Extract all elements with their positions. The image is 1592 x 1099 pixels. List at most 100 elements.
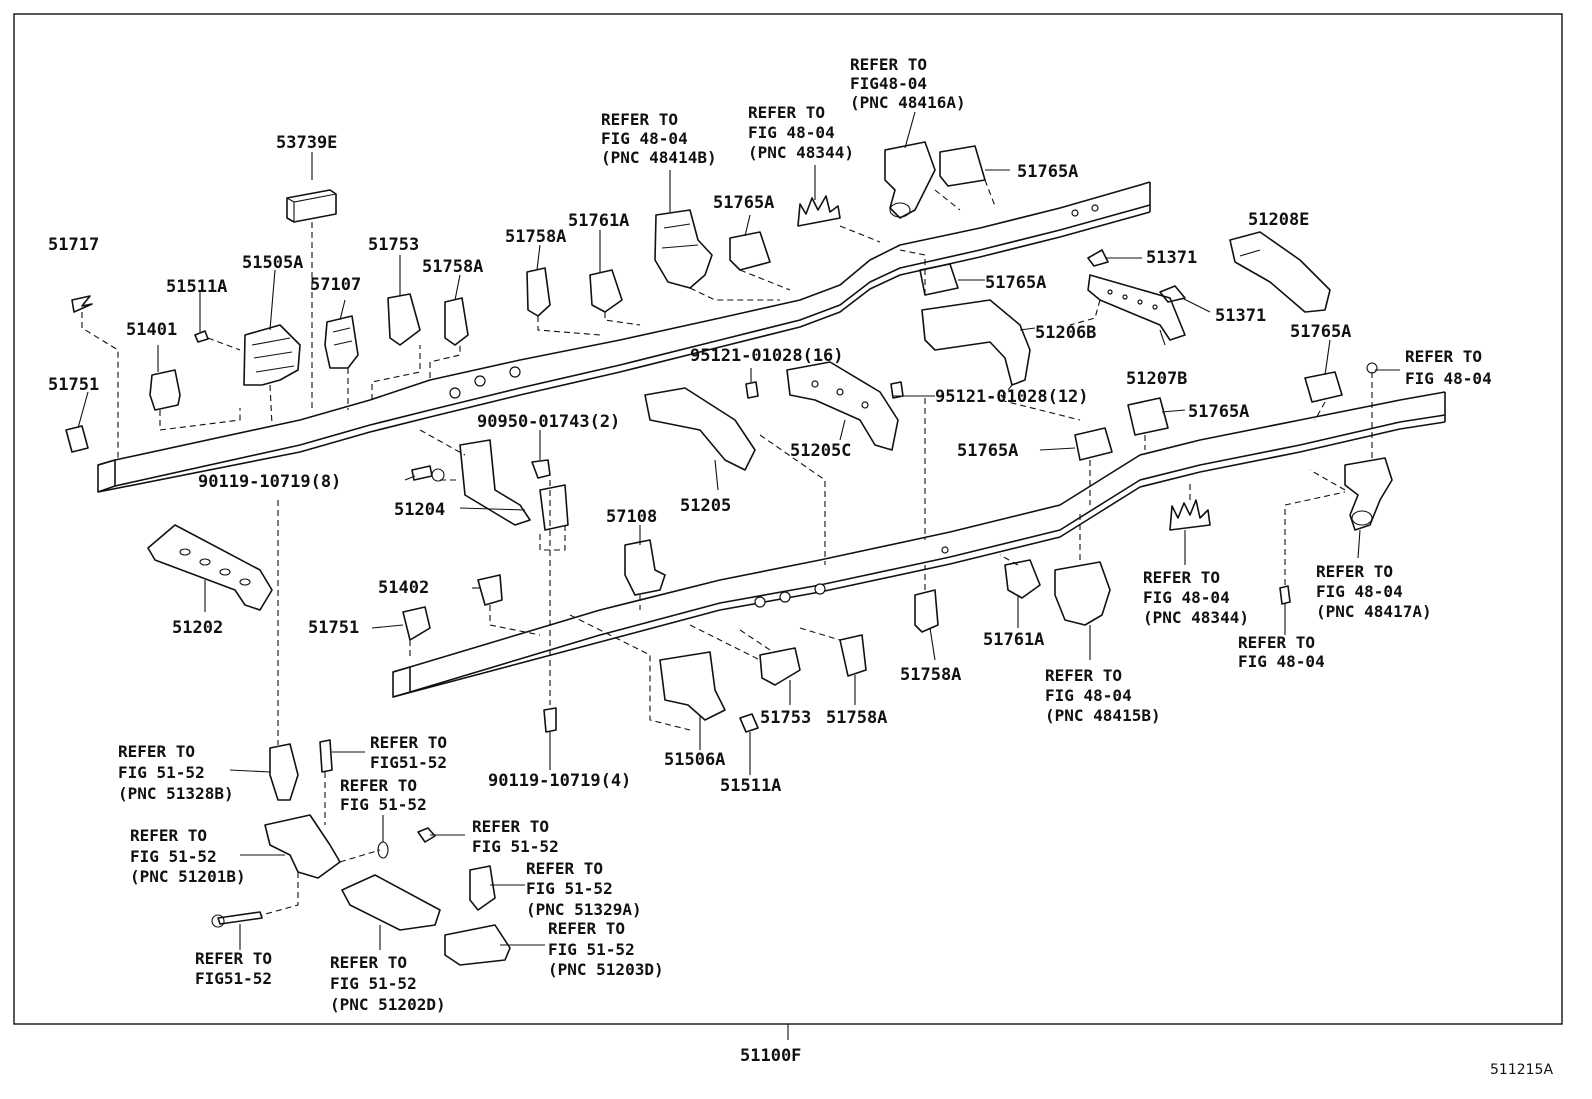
part-51205C: [786, 361, 899, 451]
callout-57108: 57108: [606, 507, 657, 527]
callout-51505A: 51505A: [242, 253, 303, 273]
ref-48415B: REFER TO FIG 48-04 (PNC 48415B): [1045, 666, 1161, 725]
part-51717: [71, 295, 93, 313]
callout-51205: 51205: [680, 496, 731, 516]
part-51371-2: [1159, 285, 1186, 303]
dashed-lines: [81, 179, 1373, 916]
part-51206B: [921, 299, 1031, 386]
part-51765A-2: [939, 145, 986, 187]
callout-53739E: 53739E: [276, 133, 337, 153]
part-51202: [147, 524, 273, 611]
part-57107: [324, 315, 359, 369]
ref-48-04-bot: REFER TO FIG 48-04: [1238, 633, 1325, 671]
part-51758A-top2: [526, 267, 551, 317]
part-51761A-top: [589, 269, 623, 313]
part-48416A-hanger: [884, 141, 936, 219]
ref-48-04-right: REFER TO FIG 48-04: [0, 0, 1550, 388]
callout-51205C: 51205C: [790, 441, 851, 461]
part-51201B: [264, 814, 341, 879]
part-51753-top: [387, 293, 421, 346]
callout-95121-16: 95121-01028(16): [690, 346, 844, 366]
callout-90950: 90950-01743(2): [477, 412, 620, 432]
callout-51765A-4: 51765A: [1290, 322, 1351, 342]
part-51402: [477, 574, 503, 606]
callout-51765A-1: 51765A: [713, 193, 774, 213]
part-53739E: [286, 189, 337, 223]
part-95121-16: [745, 381, 759, 399]
leader-lines: [77, 111, 1400, 950]
callout-51717: 51717: [48, 235, 99, 255]
part-51753-bot: [759, 647, 801, 686]
callout-51371-2: 51371: [1215, 306, 1266, 326]
ref-48414B: REFER TO FIG 48-04 (PNC 48414B): [0, 0, 765, 167]
callout-labels: 53739E 51717 51505A 51511A 51401 51751 5…: [48, 133, 1553, 1078]
part-48415B-bracket: [1054, 561, 1111, 626]
callout-51751-bot: 51751: [308, 618, 359, 638]
part-51-52-bolt-a: [319, 739, 333, 773]
ref-51328B: REFER TO FIG 51-52 (PNC 51328B): [0, 0, 282, 803]
callout-51758A-bot1: 51758A: [900, 665, 961, 685]
part-51758A-bot1: [914, 589, 939, 633]
part-51202D: [341, 874, 441, 931]
part-51765A-4: [1304, 371, 1343, 403]
part-51203D: [444, 924, 511, 966]
part-51765A-3: [919, 263, 959, 296]
part-48417A-hanger: [1344, 457, 1393, 531]
part-51751-bot: [402, 606, 431, 641]
part-51204: [459, 439, 531, 526]
part-48344-bot: [1169, 499, 1211, 531]
callout-51761A-top: 51761A: [568, 211, 629, 231]
callout-57107: 57107: [310, 275, 361, 295]
callout-51506A: 51506A: [664, 750, 725, 770]
part-57108: [624, 539, 666, 596]
callout-51206B: 51206B: [1035, 323, 1096, 343]
part-51758A-bot2: [839, 634, 867, 677]
part-51506A: [659, 651, 726, 721]
part-48-04-bolt-bot: [1279, 585, 1291, 605]
callout-51208E: 51208E: [1248, 210, 1309, 230]
callout-51758A-bot2: 51758A: [826, 708, 887, 728]
part-90950-01743: [531, 459, 551, 479]
ref-51-52-a: REFER TO FIG51-52: [0, 0, 515, 772]
ref-51-52-d: REFER TO FIG51-52: [0, 0, 340, 988]
callout-95121-12: 95121-01028(12): [935, 387, 1089, 407]
callout-90119-4: 90119-10719(4): [488, 771, 631, 791]
left-side-rail: [97, 181, 1151, 493]
reference-labels: REFER TO FIG48-04 (PNC 48416A) REFER TO …: [0, 0, 1550, 1014]
part-51761A-bot: [1004, 559, 1041, 599]
part-51765A-1: [729, 231, 771, 271]
callout-51765A-2: 51765A: [1017, 162, 1078, 182]
callout-51371-1: 51371: [1146, 248, 1197, 268]
ref-51203D: REFER TO FIG 51-52 (PNC 51203D): [0, 0, 712, 979]
callout-51511A-bot: 51511A: [720, 776, 781, 796]
part-51-52-bolt-d: [211, 911, 263, 928]
part-51751-top: [65, 425, 89, 453]
callout-51511A-top: 51511A: [166, 277, 227, 297]
figure-id: 511215A: [1490, 1062, 1553, 1078]
part-48344-top: [797, 195, 841, 227]
part-51329A: [469, 865, 496, 911]
part-51765A-5: [1127, 397, 1169, 436]
part-51505A: [243, 324, 301, 386]
callout-51207B: 51207B: [1126, 369, 1187, 389]
part-51401: [149, 369, 181, 411]
part-48-04-bolt-right: [1366, 362, 1378, 374]
callout-51758A-top2: 51758A: [505, 227, 566, 247]
part-51207B: [1087, 274, 1186, 341]
part-51-52-nut: [417, 827, 436, 843]
callout-51751-top: 51751: [48, 375, 99, 395]
ref-48344-top: REFER TO FIG 48-04 (PNC 48344): [0, 0, 902, 162]
part-90119-10719-4: [543, 707, 557, 733]
part-51208E: [1229, 231, 1331, 313]
ref-51-52-c: REFER TO FIG 51-52: [0, 0, 617, 856]
callout-90119-8: 90119-10719(8): [198, 472, 341, 492]
part-51328B: [269, 743, 299, 801]
part-51511A-top: [194, 330, 209, 343]
ref-51-52-b: REFER TO FIG 51-52: [0, 0, 485, 814]
callout-51753-bot: 51753: [760, 708, 811, 728]
part-51765A-6: [1074, 427, 1113, 461]
part-51758A-top1: [444, 297, 469, 346]
ref-48417A: REFER TO FIG 48-04 (PNC 48417A): [1316, 562, 1432, 621]
part-51205: [644, 387, 756, 471]
callout-51202: 51202: [172, 618, 223, 638]
